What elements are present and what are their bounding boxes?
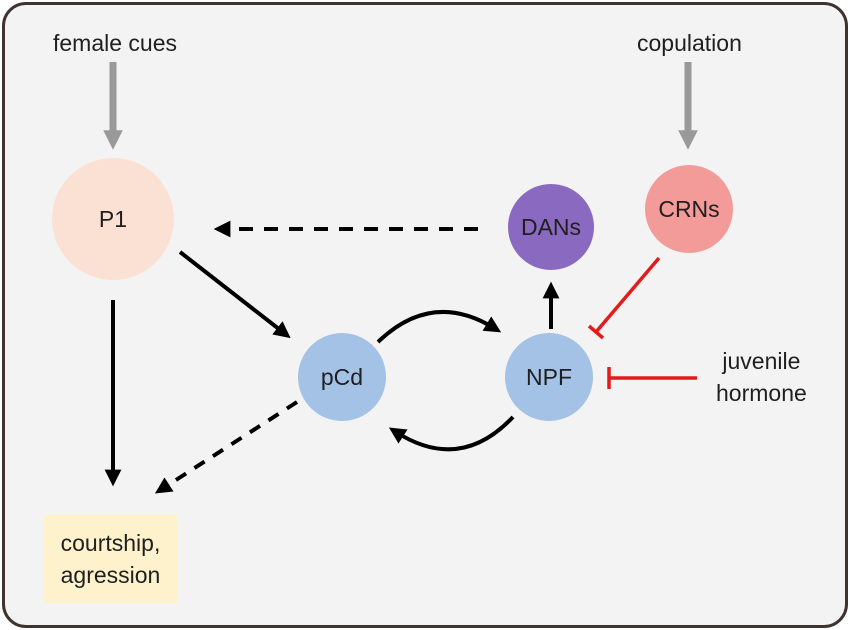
juvenile-hormone-label: juvenile hormone xyxy=(716,345,807,409)
courtship-aggression-box: courtship, agression xyxy=(44,515,177,603)
pcd-to-outcome-dashed-arrow xyxy=(154,400,299,494)
outcome-label: courtship, agression xyxy=(61,527,161,591)
juvenile-hormone-inhibits-npf xyxy=(607,367,697,389)
crns-label: CRNs xyxy=(658,195,720,222)
outcome-line1: courtship, xyxy=(60,530,161,556)
npf-node: NPF xyxy=(505,333,593,421)
p1-to-pcd-arrow xyxy=(178,250,291,339)
crns-node: CRNs xyxy=(645,165,733,253)
pcd-label: pCd xyxy=(320,363,364,390)
p1-node: P1 xyxy=(52,158,174,280)
dans-label: DANs xyxy=(520,213,582,240)
npf-label: NPF xyxy=(526,363,572,390)
juvenile-hormone-line2: hormone xyxy=(716,380,807,406)
pcd-node: pCd xyxy=(298,333,386,421)
outcome-line2: agression xyxy=(60,562,161,588)
p1-label: P1 xyxy=(98,205,128,232)
crns-inhibits-npf xyxy=(587,256,661,340)
copulation-label: copulation xyxy=(637,30,742,56)
dans-node: DANs xyxy=(508,184,594,270)
pcd-to-npf-arrow xyxy=(376,309,502,344)
npf-to-pcd-arrow xyxy=(388,415,515,452)
female-cues-label: female cues xyxy=(53,30,178,56)
juvenile-hormone-line1: juvenile xyxy=(722,348,801,374)
